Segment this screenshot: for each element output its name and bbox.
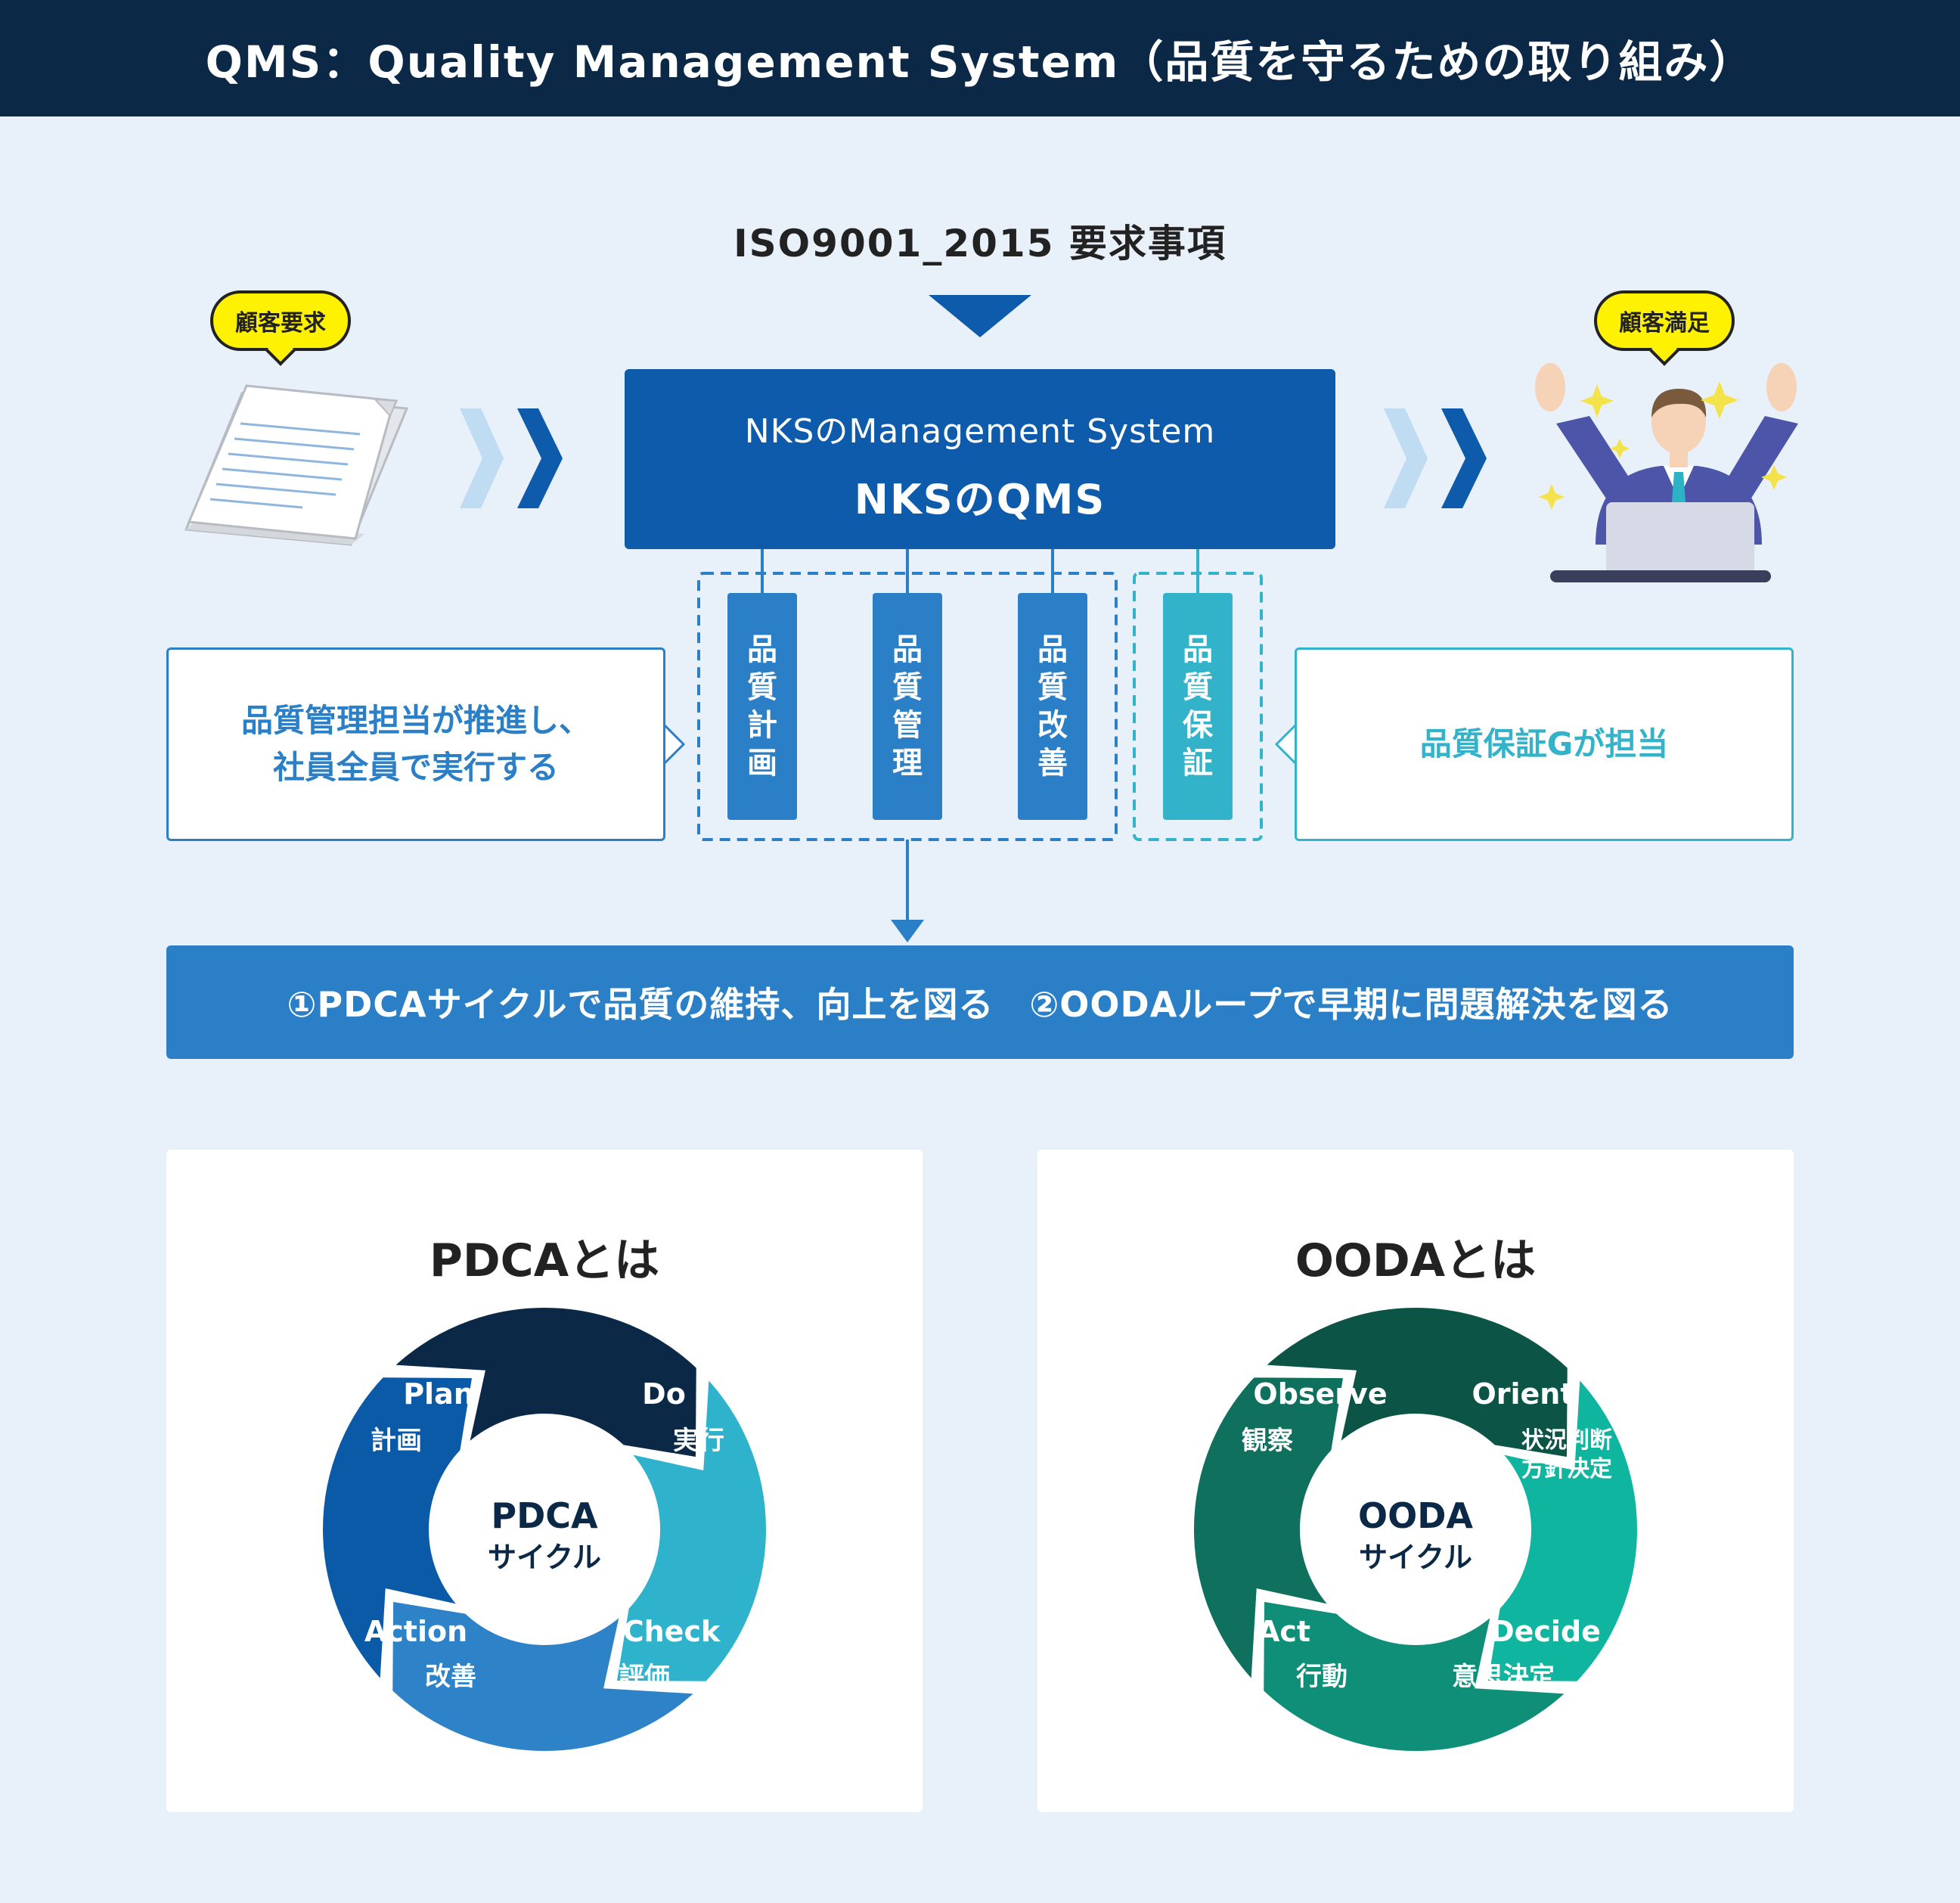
iso-down-arrow bbox=[929, 295, 1031, 337]
right-note-pointer bbox=[1274, 722, 1298, 767]
pdca-label-action-ja: 改善 bbox=[425, 1662, 476, 1692]
ooda-segment-decide bbox=[1259, 1596, 1575, 1756]
right-chevron-light bbox=[1384, 408, 1428, 508]
ooda-label-act-ja: 行動 bbox=[1296, 1662, 1348, 1692]
page-title: QMS：Quality Management System（品質を守るための取り… bbox=[205, 36, 1755, 88]
ooda-label-observe: Observe bbox=[1253, 1377, 1387, 1411]
pdca-title: PDCAとは bbox=[429, 1234, 660, 1287]
ooda-label-orient: Orient bbox=[1472, 1377, 1574, 1411]
right-note-text: 品質保証Gが担当 bbox=[1419, 725, 1669, 762]
customer-request-bubble: 顧客要求 bbox=[210, 290, 351, 366]
ooda-label-observe-ja: 観察 bbox=[1242, 1426, 1293, 1456]
ooda-label-decide-ja: 意思決定 bbox=[1452, 1662, 1555, 1692]
pdca-segment-plan bbox=[385, 1303, 701, 1463]
pillar-char: 質 bbox=[747, 670, 777, 705]
pillar-char: 品 bbox=[892, 632, 923, 667]
pillar-char: 品 bbox=[1037, 632, 1068, 667]
pdca-label-check: Check bbox=[623, 1615, 721, 1648]
customer-satisfaction-bubble: 顧客満足 bbox=[1594, 290, 1735, 366]
customer-satisfaction-label: 顧客満足 bbox=[1619, 310, 1710, 337]
pdca-segment-check bbox=[388, 1596, 704, 1756]
dashed-group-blue bbox=[697, 572, 1118, 841]
ooda-center-subtitle: サイクル bbox=[1359, 1541, 1472, 1574]
pillar-char: 理 bbox=[892, 746, 923, 781]
ooda-label-act: Act bbox=[1258, 1615, 1310, 1648]
pdca-label-check-ja: 評価 bbox=[619, 1662, 670, 1692]
ooda-segment-orient bbox=[1482, 1370, 1642, 1686]
ooda-title: OODAとは bbox=[1295, 1234, 1537, 1287]
left-chevron-light bbox=[460, 408, 504, 508]
pdca-label-do: Do bbox=[642, 1377, 686, 1411]
goals-banner: ①PDCAサイクルで品質の維持、向上を図る ②OODAループで早期に問題解決を図… bbox=[166, 945, 1794, 1059]
left-note-box: 品質管理担当が推進し、 社員全員で実行する bbox=[166, 647, 665, 841]
pdca-segment-do bbox=[611, 1370, 771, 1686]
pdca-segment-action bbox=[318, 1373, 478, 1689]
pdca-center-subtitle: サイクル bbox=[488, 1541, 601, 1574]
ooda-card: OODAとは Observe 観察 Orient 状況判断方針決定 Decide 意思決定… bbox=[1037, 1150, 1794, 1812]
pillar-char: 質 bbox=[892, 670, 923, 705]
pillar-char: 保 bbox=[1183, 708, 1213, 743]
pillar-quality-assurance: 品質保証 bbox=[1163, 593, 1233, 820]
ooda-label-orient-ja: 状況判断 bbox=[1521, 1427, 1612, 1454]
right-note-box: 品質保証Gが担当 bbox=[1295, 647, 1794, 841]
pillar-char: 質 bbox=[1037, 670, 1068, 705]
management-system-subtitle: NKSのManagement System bbox=[744, 412, 1216, 451]
pillar-quality-planning: 品質計画 bbox=[727, 593, 797, 820]
pdca-label-plan: Plan bbox=[403, 1377, 474, 1411]
pillar-char: 管 bbox=[892, 708, 923, 743]
pillar-char: 改 bbox=[1037, 708, 1068, 743]
dashed-group-teal bbox=[1133, 572, 1263, 841]
management-system-title: NKSのQMS bbox=[854, 476, 1106, 523]
left-chevron-dark bbox=[517, 408, 563, 508]
iso-requirements-label: ISO9001_2015 要求事項 bbox=[733, 222, 1227, 265]
pillar-char: 証 bbox=[1183, 746, 1213, 781]
management-system-box: NKSのManagement System NKSのQMS bbox=[625, 369, 1335, 549]
pdca-center-title: PDCA bbox=[491, 1495, 598, 1536]
down-arrow-head bbox=[891, 920, 924, 942]
pdca-card: PDCAとは Plan 計画 Do 実行 Check 評価 Action 改善 PDCA サイクル bbox=[166, 1150, 923, 1812]
pdca-cycle-diagram: Plan 計画 Do 実行 Check 評価 Action 改善 PDCA サイクル bbox=[318, 1303, 771, 1756]
pillar-char: 計 bbox=[747, 708, 777, 743]
left-note-pointer bbox=[662, 722, 686, 767]
ooda-segment-observe bbox=[1256, 1303, 1572, 1463]
ooda-center-title: OODA bbox=[1358, 1495, 1473, 1536]
pdca-label-do-ja: 実行 bbox=[673, 1426, 724, 1456]
header-bar: QMS：Quality Management System（品質を守るための取り… bbox=[0, 0, 1960, 116]
customer-request-label: 顧客要求 bbox=[235, 310, 326, 337]
pdca-label-plan-ja: 計画 bbox=[371, 1426, 422, 1456]
pillar-char: 善 bbox=[1037, 746, 1068, 781]
ooda-label-orient-ja2: 方針決定 bbox=[1521, 1456, 1612, 1482]
left-note-line2: 社員全員で実行する bbox=[272, 749, 559, 786]
pillar-char: 品 bbox=[747, 632, 777, 667]
right-chevron-dark bbox=[1441, 408, 1487, 508]
ooda-label-decide: Decide bbox=[1490, 1615, 1601, 1648]
ooda-segment-act bbox=[1189, 1373, 1349, 1689]
pillar-char: 画 bbox=[747, 746, 777, 781]
document-illustration-icon bbox=[184, 384, 409, 546]
pillar-char: 品 bbox=[1183, 632, 1213, 667]
goals-banner-text: ①PDCAサイクルで品質の維持、向上を図る ②OODAループで早期に問題解決を図… bbox=[287, 984, 1673, 1025]
pdca-label-action: Action bbox=[364, 1615, 467, 1648]
left-note-line1: 品質管理担当が推進し、 bbox=[240, 702, 591, 739]
pillar-quality-improvement: 品質改善 bbox=[1018, 593, 1087, 820]
pillar-char: 質 bbox=[1183, 670, 1213, 705]
pillar-quality-control: 品質管理 bbox=[873, 593, 942, 820]
satisfied-customer-illustration-icon bbox=[1535, 363, 1798, 582]
